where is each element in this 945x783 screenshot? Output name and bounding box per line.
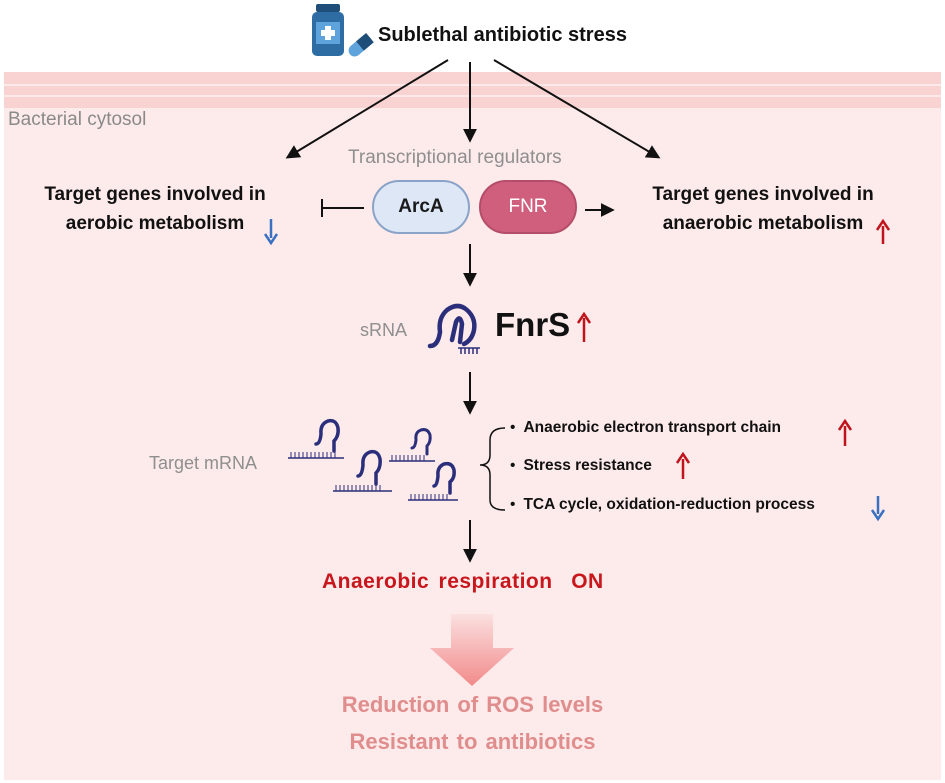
cell-membrane [4, 72, 941, 108]
effect-label: Anaerobic electron transport chain [523, 419, 781, 436]
fnrs-up-arrow-icon [576, 311, 592, 342]
anaerobic-respiration-on: Anaerobic respiration ON [322, 570, 604, 593]
aerobic-genes-label: Target genes involved in aerobic metabol… [10, 180, 300, 238]
medicine-bottle-and-pill-icon [312, 4, 374, 57]
stress-resistance-up-arrow-icon [675, 451, 691, 479]
target-mrna-label: Target mRNA [149, 453, 258, 473]
big-down-arrow [430, 614, 514, 686]
srna-tail [458, 347, 480, 354]
membrane-line [4, 84, 941, 86]
effect-item: •Stress resistance [510, 457, 652, 474]
cytosol-label: Bacterial cytosol [8, 109, 147, 130]
diagram-title: Sublethal antibiotic stress [378, 24, 627, 46]
fnr-regulator: FNR [479, 180, 577, 234]
aerobic-line2: aerobic metabolism [65, 213, 245, 234]
outcome-antibiotic-resistance: Resistant to antibiotics [349, 729, 596, 754]
anaerobic-line1: Target genes involved in [652, 184, 874, 205]
effect-label: Stress resistance [523, 457, 652, 474]
effect-label: TCA cycle, oxidation-reduction process [523, 496, 815, 513]
srna-hairpin-icon [427, 303, 477, 349]
tca-down-arrow-icon [870, 496, 886, 522]
srna-label: sRNA [360, 320, 408, 340]
curly-brace [479, 427, 506, 511]
arca-regulator: ArcA [372, 180, 470, 234]
fnrs-label: FnrS [495, 306, 571, 343]
anaerobic-genes-label: Target genes involved in anaerobic metab… [618, 180, 908, 238]
transcriptional-regulators-label: Transcriptional regulators [348, 147, 562, 168]
target-mrna-icon [288, 418, 458, 501]
electron-transport-up-arrow-icon [837, 418, 853, 446]
anaerobic-line2: anaerobic metabolism [662, 213, 864, 234]
anaerobic-up-arrow-icon [875, 218, 891, 244]
aerobic-down-arrow-icon [263, 219, 279, 246]
outcome-ros-reduction: Reduction of ROS levels [341, 692, 604, 717]
aerobic-line1: Target genes involved in [44, 184, 266, 205]
effect-item: •TCA cycle, oxidation-reduction process [510, 496, 815, 513]
membrane-line [4, 95, 941, 97]
effect-item: •Anaerobic electron transport chain [510, 419, 781, 436]
